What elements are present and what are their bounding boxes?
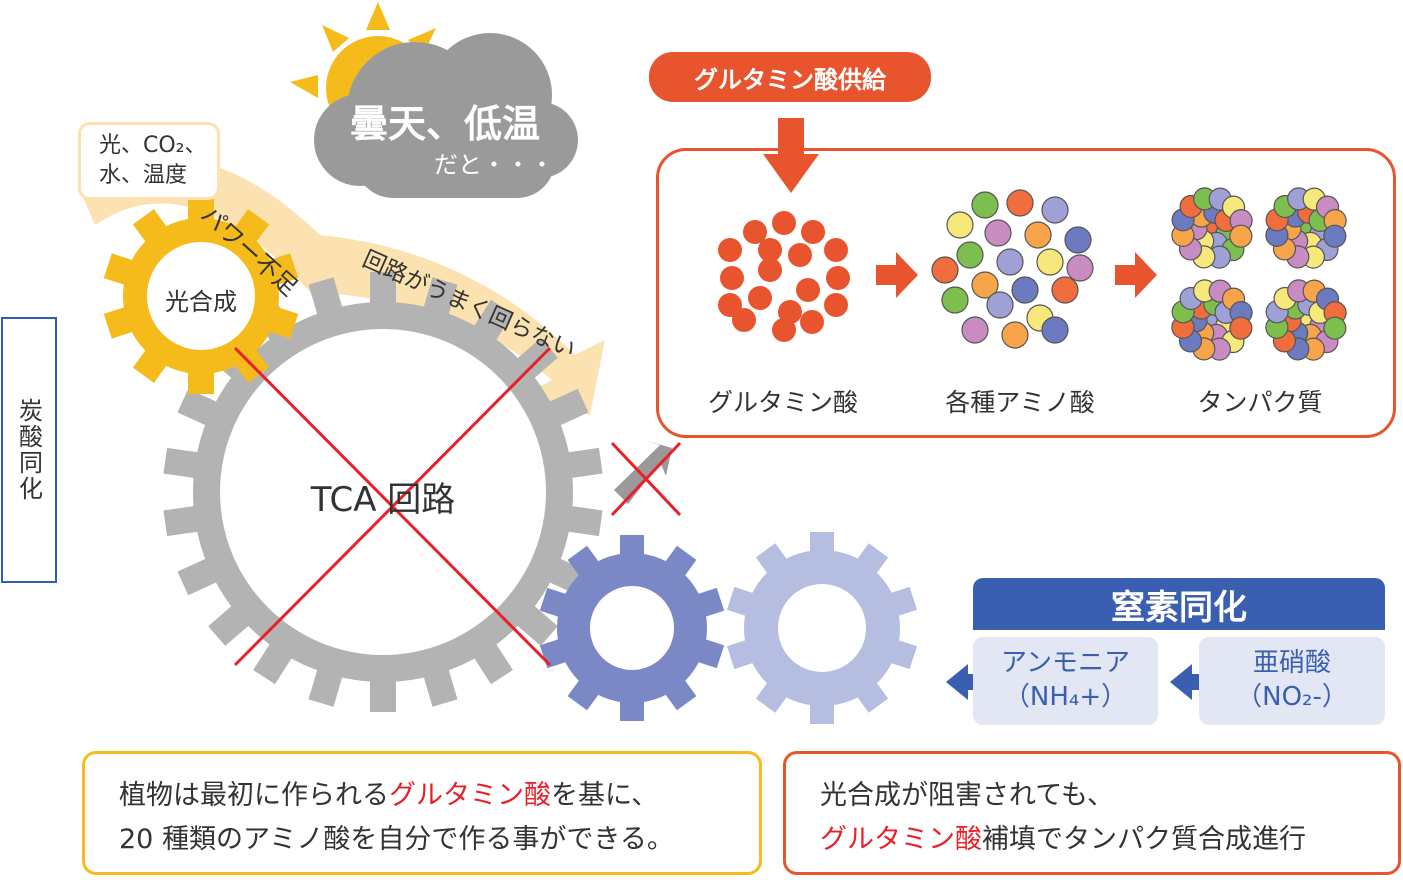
nitrite-formula: （NO₂-） bbox=[1236, 682, 1348, 712]
step-glutamate: グルタミン酸 bbox=[707, 388, 858, 417]
molecule-dot bbox=[824, 293, 848, 317]
molecule-dot bbox=[984, 219, 1012, 247]
molecule-dot bbox=[772, 318, 796, 342]
molecule-dot bbox=[1051, 276, 1079, 304]
blocked-arrow-icon bbox=[610, 440, 682, 517]
light-blue-gear bbox=[726, 532, 918, 724]
molecule-dot bbox=[1064, 226, 1092, 254]
molecule-dot bbox=[801, 220, 825, 244]
note-right: 光合成が阻害されても、 グルタミン酸補填でタンパク質合成進行 bbox=[783, 751, 1401, 875]
molecule-dot bbox=[946, 211, 974, 239]
carbon-assimilation-label: 炭酸同化 bbox=[1, 317, 57, 583]
input-line-1: 光、CO₂、 bbox=[99, 133, 207, 158]
molecule-dot bbox=[1024, 221, 1052, 249]
nitrite-name: 亜硝酸 bbox=[1252, 648, 1331, 679]
molecule-dot bbox=[996, 248, 1024, 276]
molecule-dot bbox=[1323, 224, 1347, 248]
nitrite-box: 亜硝酸 （NO₂-） bbox=[1199, 637, 1385, 725]
molecule-dot bbox=[1001, 321, 1029, 349]
molecule-dot bbox=[1323, 316, 1347, 340]
weather-sub: だと・・・ bbox=[434, 151, 554, 179]
ammonia-name: アンモニア bbox=[1001, 648, 1130, 679]
step-amino-acids: 各種アミノ酸 bbox=[945, 388, 1095, 417]
molecule-dot bbox=[718, 238, 742, 262]
weather-title: 曇天、低温 bbox=[350, 102, 541, 146]
molecule-dot bbox=[748, 286, 772, 310]
glutamate-supply-pill: グルタミン酸供給 bbox=[649, 52, 931, 102]
input-box: 光、CO₂、 水、温度 bbox=[78, 122, 220, 200]
blocked-cross-icon bbox=[233, 346, 552, 667]
molecule-dot bbox=[941, 286, 969, 314]
ammonia-formula: （NH₄+） bbox=[1003, 682, 1128, 712]
glutamate-highlight: グルタミン酸 bbox=[820, 824, 982, 855]
left-arrow-icon bbox=[946, 664, 990, 700]
molecule-dot bbox=[720, 266, 744, 290]
blue-gear bbox=[539, 535, 725, 721]
input-line-2: 水、温度 bbox=[99, 163, 188, 188]
gear-tooth bbox=[563, 505, 603, 537]
molecule-dot bbox=[1041, 316, 1069, 344]
molecule-dot bbox=[743, 220, 767, 244]
photosynthesis-gear bbox=[103, 198, 299, 394]
cloud-icon bbox=[314, 33, 578, 198]
molecule-dot bbox=[1041, 196, 1069, 224]
molecule-dot bbox=[796, 278, 820, 302]
molecule-dot bbox=[971, 191, 999, 219]
tca-label: TCA 回路 bbox=[310, 480, 456, 520]
note-right-line-1: 光合成が阻害されても、 bbox=[820, 780, 1115, 811]
note-left-line-2: 20 種類のアミノ酸を自分で作る事ができる。 bbox=[119, 824, 674, 855]
molecule-dot bbox=[961, 316, 989, 344]
glutamate-highlight: グルタミン酸 bbox=[389, 780, 551, 811]
ammonia-box: アンモニア （NH₄+） bbox=[973, 637, 1158, 725]
molecule-dot bbox=[1066, 254, 1094, 282]
step-protein: タンパク質 bbox=[1197, 388, 1323, 417]
photosynthesis-label: 光合成 bbox=[165, 288, 237, 316]
note-right-line-2: グルタミン酸補填でタンパク質合成進行 bbox=[820, 824, 1306, 855]
molecule-dot bbox=[971, 271, 999, 299]
molecule-dot bbox=[758, 238, 782, 262]
molecule-dot bbox=[1011, 276, 1039, 304]
molecule-dot bbox=[1036, 248, 1064, 276]
right-arrow-icon bbox=[1115, 252, 1157, 298]
molecule-dot bbox=[772, 211, 796, 235]
molecule-dot bbox=[1006, 189, 1034, 217]
amino-acid-dots bbox=[931, 189, 1094, 349]
molecule-dot bbox=[1229, 224, 1253, 248]
gear-tooth bbox=[163, 505, 203, 537]
left-arrow-icon bbox=[1170, 664, 1212, 700]
molecule-dot bbox=[788, 243, 812, 267]
molecule-dot bbox=[826, 266, 850, 290]
molecule-dot bbox=[986, 291, 1014, 319]
note-left-line-1: 植物は最初に作られるグルタミン酸を基に、 bbox=[119, 780, 659, 811]
molecule-dot bbox=[800, 310, 824, 334]
glutamate-dots bbox=[718, 211, 850, 342]
protein-clusters bbox=[1171, 187, 1347, 361]
note-left: 植物は最初に作られるグルタミン酸を基に、 20 種類のアミノ酸を自分で作る事がで… bbox=[82, 751, 762, 875]
molecule-dot bbox=[758, 258, 782, 282]
nitrogen-assimilation-title: 窒素同化 bbox=[973, 578, 1385, 630]
gear-tooth bbox=[163, 447, 203, 479]
synthesis-panel bbox=[656, 148, 1396, 438]
molecule-dot bbox=[1229, 316, 1253, 340]
tca-gear bbox=[163, 272, 603, 712]
curved-arrow-band bbox=[80, 158, 605, 415]
gear-tooth bbox=[563, 447, 603, 479]
molecule-dot bbox=[732, 308, 756, 332]
right-arrow-icon bbox=[876, 252, 918, 298]
molecule-dot bbox=[824, 238, 848, 262]
molecule-dot bbox=[718, 293, 742, 317]
molecule-dot bbox=[956, 241, 984, 269]
molecule-dot bbox=[931, 256, 959, 284]
